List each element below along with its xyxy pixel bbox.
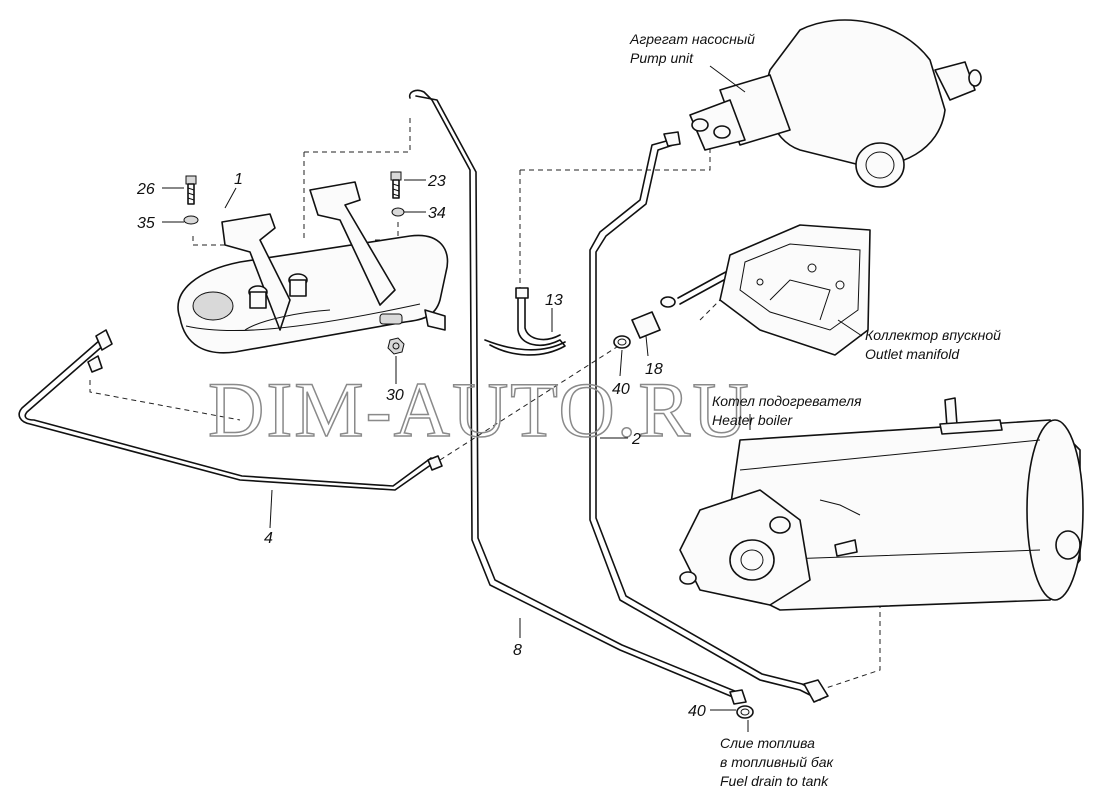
part-label-23: 23	[427, 173, 446, 190]
part-label-18: 18	[645, 361, 663, 378]
part-label-30: 30	[386, 387, 404, 404]
washer-34	[391, 207, 405, 217]
part-label-4: 4	[264, 530, 273, 547]
clamp-40-lower	[736, 705, 754, 719]
pump-unit	[689, 19, 982, 188]
pipe-8	[408, 89, 747, 705]
bolt-26	[185, 175, 197, 205]
part-label-1: 1	[234, 171, 243, 188]
nut-30	[387, 337, 405, 355]
boiler-caption-en: Heater boiler	[712, 412, 793, 428]
drain-caption-ru-line2: в топливный бак	[720, 754, 835, 770]
pump-unit-caption-ru: Агрегат насосный	[629, 31, 755, 47]
pump-unit-caption-en: Pump unit	[630, 50, 694, 66]
intake-manifold	[719, 224, 871, 356]
leader-lines	[89, 115, 881, 691]
tank-fitting-2	[288, 273, 308, 297]
boiler-caption-ru: Котел подогревателя	[712, 393, 862, 409]
part-label-2: 2	[631, 431, 641, 448]
captions: Агрегат насосный Pump unit Коллектор впу…	[629, 31, 1001, 789]
manifold-caption-ru: Коллектор впускной	[865, 327, 1001, 343]
pipe-13	[484, 287, 566, 356]
pipe-4	[18, 329, 443, 491]
washer-35	[183, 215, 199, 225]
part-label-26: 26	[136, 181, 155, 198]
drain-caption-en: Fuel drain to tank	[720, 773, 829, 789]
part-label-34: 34	[428, 205, 446, 222]
part-label-8: 8	[513, 642, 522, 659]
watermark: DIM-AUTO.RU	[208, 366, 751, 453]
pipe-2	[589, 131, 829, 703]
part-label-13: 13	[545, 292, 563, 309]
tank-fitting-1	[248, 285, 268, 309]
part-label-35: 35	[137, 215, 155, 232]
part-label-40-lower: 40	[688, 703, 706, 720]
hose-18	[631, 311, 661, 339]
bolt-23	[390, 171, 402, 199]
part-label-40-upper: 40	[612, 381, 630, 398]
manifold-caption-en: Outlet manifold	[865, 346, 960, 362]
heater-boiler	[679, 397, 1084, 611]
fuel-tank	[177, 181, 449, 354]
part-number-labels: 1 26 35 23 34 30 4 13 18 40 2 8 40	[136, 171, 736, 720]
drain-caption-ru-line1: Слие топлива	[720, 735, 815, 751]
clamp-40-upper	[613, 335, 631, 349]
